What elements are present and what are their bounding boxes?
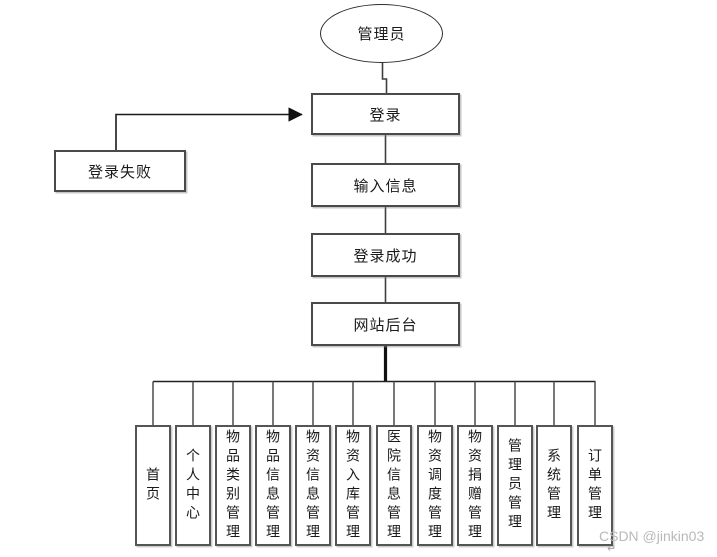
site-backend-label: 网站后台 <box>353 316 418 334</box>
module-box-material-inbound-mgmt: 物资入库管理 <box>335 425 371 546</box>
module-label: 物品信息管理 <box>265 428 281 543</box>
module-label: 个人中心 <box>185 447 201 524</box>
input-info-box: 输入信息 <box>311 163 460 207</box>
login-box: 登录 <box>311 93 460 135</box>
return-glyph: ↵ <box>607 543 617 555</box>
input-info-label: 输入信息 <box>353 177 418 195</box>
module-label: 管理员管理 <box>507 438 523 533</box>
login-fail-box: 登录失败 <box>54 150 186 192</box>
site-backend-box: 网站后台 <box>311 302 460 346</box>
module-box-item-info-mgmt: 物品信息管理 <box>255 425 291 546</box>
module-label: 系统管理 <box>546 447 562 524</box>
actor-label: 管理员 <box>357 26 406 43</box>
module-box-material-info-mgmt: 物资信息管理 <box>295 425 331 546</box>
module-box-material-donation-mgmt: 物资捐赠管理 <box>457 425 493 546</box>
module-label: 物资入库管理 <box>345 428 361 543</box>
actor-node: 管理员 <box>320 4 443 63</box>
edge-actor-to-login <box>381 63 388 93</box>
module-label: 物资调度管理 <box>427 428 443 543</box>
login-success-label: 登录成功 <box>353 247 418 265</box>
module-label: 首页 <box>145 466 161 505</box>
edge-fail-to-login <box>115 107 303 150</box>
module-label: 订单管理 <box>587 447 603 524</box>
module-box-system-mgmt: 系统管理 <box>536 425 572 546</box>
module-box-hospital-info-mgmt: 医院信息管理 <box>376 425 412 546</box>
module-box-order-mgmt: 订单管理 <box>577 425 613 546</box>
module-box-home: 首页 <box>135 425 171 546</box>
csdn-watermark: CSDN @jinkin03 <box>599 528 705 544</box>
module-label: 医院信息管理 <box>386 428 402 543</box>
module-label: 物品类别管理 <box>225 428 241 543</box>
login-success-box: 登录成功 <box>311 233 460 277</box>
module-label: 物资信息管理 <box>305 428 321 543</box>
module-box-personal-center: 个人中心 <box>175 425 211 546</box>
module-box-admin-mgmt: 管理员管理 <box>497 425 533 546</box>
login-label: 登录 <box>369 106 402 124</box>
module-box-material-dispatch-mgmt: 物资调度管理 <box>417 425 453 546</box>
login-fail-label: 登录失败 <box>87 163 152 181</box>
module-label: 物资捐赠管理 <box>467 428 483 543</box>
module-box-item-category-mgmt: 物品类别管理 <box>215 425 251 546</box>
